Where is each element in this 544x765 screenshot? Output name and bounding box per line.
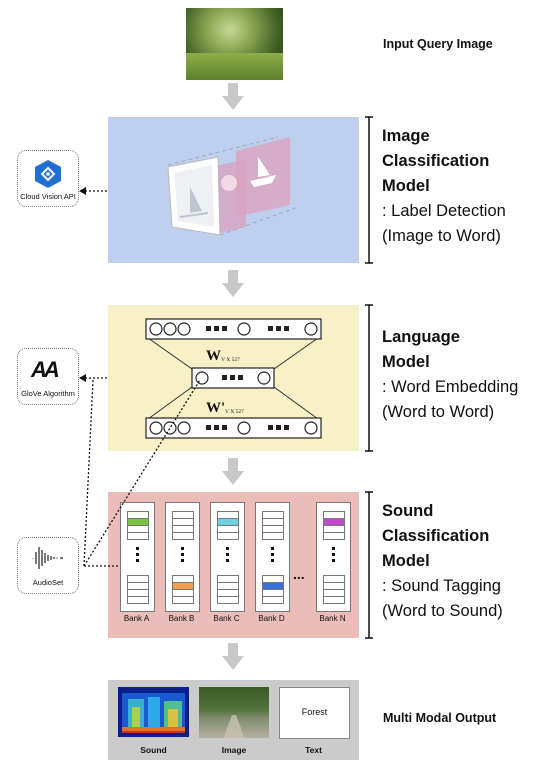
sound-model-desc: : Sound Tagging (Word to Sound) [382, 574, 503, 624]
weight-w2-label: W' [206, 400, 225, 416]
bank-slot [127, 532, 149, 540]
input-query-image [186, 8, 283, 80]
image-model-desc: : Label Detection (Image to Word) [382, 199, 506, 249]
sound-bank [165, 502, 200, 612]
sound-model-title: Sound Classification Model [382, 499, 489, 574]
output-sound-label: Sound [140, 745, 167, 755]
sound-title-line-3: Model [382, 552, 430, 570]
output-text-label: Text [305, 745, 322, 755]
word-embedding-network: W V X 527 W' V X 527 [145, 318, 322, 439]
bank-vertical-dots [271, 547, 274, 565]
glove-label: GloVe Algorithm [21, 389, 75, 398]
bank-vertical-dots [181, 547, 184, 565]
bank-label: Bank C [213, 614, 240, 623]
bank-label: Bank N [319, 614, 346, 623]
output-spectrogram [118, 687, 189, 737]
sound-desc-line-1: : Sound Tagging [382, 577, 501, 595]
bank-slot [323, 596, 345, 604]
bank-slot [127, 596, 149, 604]
bank-slot [217, 596, 239, 604]
sound-title-line-1: Sound [382, 502, 434, 520]
glove-logo-icon: AA [31, 357, 60, 382]
audioset-waveform-icon [32, 547, 63, 569]
audioset-label: AudioSet [32, 578, 64, 587]
sound-bank [210, 502, 245, 612]
sound-bank [255, 502, 290, 612]
input-query-label: Input Query Image [383, 37, 493, 51]
output-text-box: Forest [279, 687, 350, 739]
label-detection-illustration [167, 136, 299, 236]
cloud-vision-label: Cloud Vision API [20, 192, 76, 201]
bank-vertical-dots [226, 547, 229, 565]
bank-slot [262, 596, 284, 604]
sound-banks: Bank A Bank B Bank C Bank D Bank N [108, 492, 359, 638]
output-image-label: Image [221, 745, 247, 755]
language-title-line-1: Language [382, 328, 460, 346]
bank-label: Bank D [258, 614, 285, 623]
bank-slot [172, 596, 194, 604]
image-desc-line-2: (Image to Word) [382, 227, 501, 245]
image-title-line-3: Model [382, 177, 430, 195]
bank-vertical-dots [136, 547, 139, 565]
bank-slot [172, 532, 194, 540]
audioset-card: AudioSet [17, 537, 79, 594]
spectrogram-graphic [118, 687, 189, 737]
weight-w2-sub: V X 527 [225, 409, 244, 415]
image-title-line-2: Classification [382, 152, 490, 170]
language-model-title: Language Model [382, 325, 460, 375]
weight-w-sub: V X 527 [221, 357, 240, 363]
section-brackets [365, 116, 373, 639]
image-model-title: Image Classification Model [382, 124, 489, 199]
sound-desc-line-2: (Word to Sound) [382, 602, 503, 620]
image-title-line-1: Image [382, 127, 430, 145]
bank-slot [217, 532, 239, 540]
sound-title-line-2: Classification [382, 527, 490, 545]
output-text-value: Forest [301, 707, 328, 717]
image-desc-line-1: : Label Detection [382, 202, 506, 220]
language-desc-line-2: (Word to Word) [382, 403, 495, 421]
cloud-vision-icon [35, 160, 61, 188]
bank-slot [323, 532, 345, 540]
sound-bank [120, 502, 155, 612]
glove-card: AA GloVe Algorithm [17, 348, 79, 405]
language-title-line-2: Model [382, 353, 430, 371]
banks-ellipsis: ... [293, 566, 305, 582]
language-desc-line-1: : Word Embedding [382, 378, 519, 396]
bank-label: Bank B [168, 614, 195, 623]
output-image [199, 687, 269, 738]
weight-w-label: W [206, 348, 221, 364]
multi-modal-output-label: Multi Modal Output [383, 711, 497, 725]
bank-slot [262, 532, 284, 540]
sound-bank [316, 502, 351, 612]
cloud-vision-card: Cloud Vision API [17, 150, 79, 207]
bank-label: Bank A [123, 614, 150, 623]
language-model-desc: : Word Embedding (Word to Word) [382, 375, 518, 425]
bank-vertical-dots [332, 547, 335, 565]
